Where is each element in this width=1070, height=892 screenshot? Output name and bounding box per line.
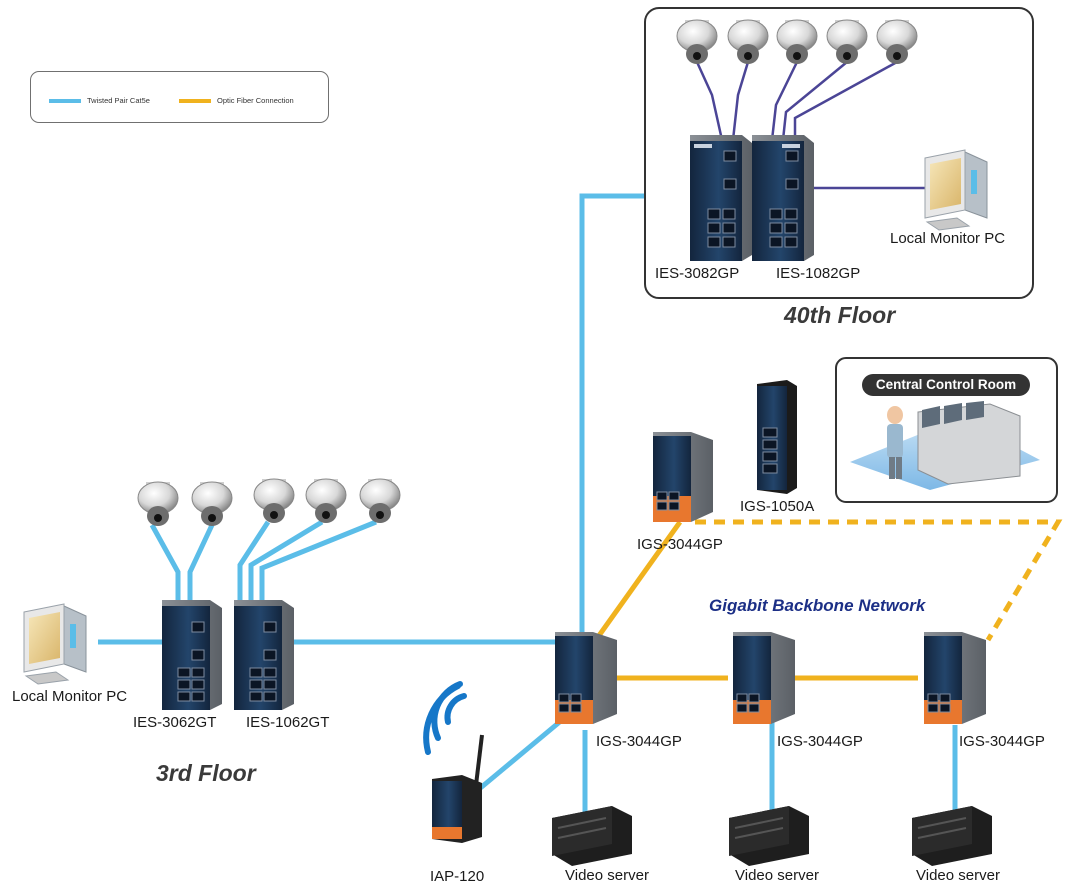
label-igs-3044gp-c: IGS-3044GP	[959, 733, 1045, 750]
camera-icon	[776, 19, 818, 64]
video-server-icon	[912, 806, 992, 866]
cable-iap	[476, 718, 564, 792]
cameras-3rd-floor	[137, 478, 401, 526]
video-server-icon	[729, 806, 809, 866]
legend-swatch-twisted-pair	[49, 99, 81, 103]
cable-cam-2	[187, 523, 215, 605]
label-igs-1050a: IGS-1050A	[740, 498, 815, 515]
twisted-pair-cables	[98, 193, 958, 812]
camera-icon	[826, 19, 868, 64]
camera-icon	[727, 19, 769, 64]
control-room-scene-icon	[850, 401, 1040, 490]
floor-40-frame	[644, 7, 1034, 299]
label-igs-3044gp-a: IGS-3044GP	[596, 733, 682, 750]
label-ies-3082gp: IES-3082GP	[655, 265, 740, 282]
backbone-network-title: Gigabit Backbone Network	[709, 596, 926, 615]
switch-ies-3082gp-icon	[690, 135, 752, 261]
camera-icon	[253, 478, 295, 523]
cable-cam-4	[248, 519, 324, 607]
label-local-monitor-pc-left: Local Monitor PC	[12, 688, 128, 705]
label-video-server-c: Video server	[916, 867, 1000, 884]
fiber-cables	[595, 519, 1063, 681]
legend-box: Twisted Pair Cat5e Optic Fiber Connectio…	[30, 71, 329, 123]
camera-icon	[876, 19, 918, 64]
legend-label-twisted-pair: Twisted Pair Cat5e	[87, 96, 150, 105]
label-video-server-a: Video server	[565, 867, 649, 884]
label-ies-1082gp: IES-1082GP	[776, 265, 861, 282]
label-local-monitor-pc-top: Local Monitor PC	[890, 230, 1006, 247]
camera-cables-40th	[695, 60, 930, 190]
legend-label-fiber: Optic Fiber Connection	[217, 96, 294, 105]
cable-cam-5	[259, 519, 377, 607]
cameras-40th-floor	[676, 19, 918, 64]
floor-title-3rd: 3rd Floor	[156, 760, 256, 786]
camera-icon	[305, 478, 347, 523]
trunk-cable	[579, 193, 645, 658]
wireless-signal-icon	[423, 681, 467, 755]
label-iap-120: IAP-120	[430, 868, 485, 885]
camera-icon	[359, 478, 401, 523]
label-igs-3044gp-b: IGS-3044GP	[777, 733, 863, 750]
fiber-a-top	[595, 520, 683, 639]
switch-igs-3044gp-a-icon	[555, 632, 617, 724]
switch-igs-3044gp-b-icon	[733, 632, 795, 724]
camera-icon	[676, 19, 718, 64]
cable-cam-3	[237, 520, 271, 607]
label-igs-3044gp-top: IGS-3044GP	[637, 536, 723, 553]
label-video-server-b: Video server	[735, 867, 819, 884]
video-server-icon	[552, 806, 632, 866]
fiber-ring-dashed	[695, 519, 1063, 642]
switch-ies-1062gt-icon	[234, 600, 294, 710]
label-ies-1062gt: IES-1062GT	[246, 714, 330, 731]
label-ies-3062gt: IES-3062GT	[133, 714, 217, 731]
floor-title-40th: 40th Floor	[784, 302, 896, 328]
cable-cam-1	[149, 523, 181, 605]
monitor-pc-icon	[924, 149, 988, 231]
camera-icon	[191, 481, 233, 526]
camera-icon	[137, 481, 179, 526]
control-room-title: Central Control Room	[862, 374, 1030, 396]
monitor-pc-icon	[23, 603, 87, 685]
switch-ies-1082gp-icon	[752, 135, 814, 261]
switch-igs-3044gp-top-icon	[653, 432, 713, 522]
switch-igs-1050a-icon	[757, 380, 797, 494]
switch-igs-3044gp-c-icon	[924, 632, 986, 724]
access-point-iap-120-icon	[432, 734, 484, 843]
switch-ies-3062gt-icon	[162, 600, 222, 710]
legend-swatch-fiber	[179, 99, 211, 103]
